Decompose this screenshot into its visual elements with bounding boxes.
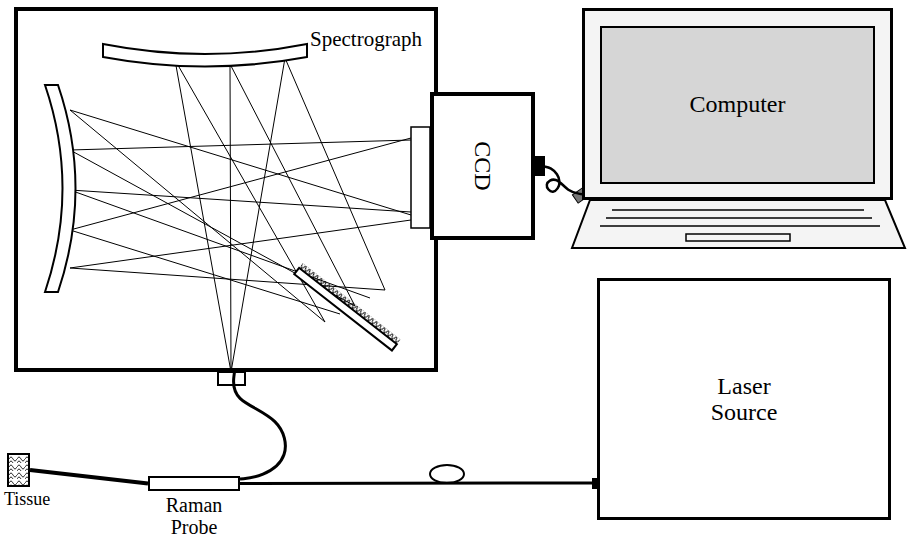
usb-cable <box>535 166 582 194</box>
computer-screen: Computer <box>582 8 893 200</box>
laptop-keyboard <box>600 210 880 241</box>
node-label: Spectrograph <box>310 28 422 51</box>
node-label: Tissue <box>4 490 50 510</box>
entrance-slit <box>218 372 245 385</box>
node-label: Computer <box>690 91 786 117</box>
fiber-loop <box>430 465 464 483</box>
tissue-texture <box>9 455 28 485</box>
collection-fiber <box>233 372 285 479</box>
laser-source-box: Laser Source <box>597 278 891 520</box>
raman-probe: Raman Probe <box>148 476 240 491</box>
collimating-mirror <box>45 85 76 292</box>
node-label: CCD <box>469 141 495 190</box>
ccd-window <box>411 127 430 228</box>
top-mirror <box>103 44 307 67</box>
probe-shaft <box>30 470 148 484</box>
tissue-sample: Tissue <box>7 453 30 487</box>
diffraction-grating <box>294 263 400 350</box>
optical-fiber <box>240 481 597 485</box>
laptop-base <box>572 200 905 248</box>
ccd-camera: CCD <box>430 92 535 240</box>
node-label: Laser Source <box>684 373 804 426</box>
node-label: Raman Probe <box>154 494 234 538</box>
spectrograph-housing: Spectrograph <box>14 7 438 372</box>
